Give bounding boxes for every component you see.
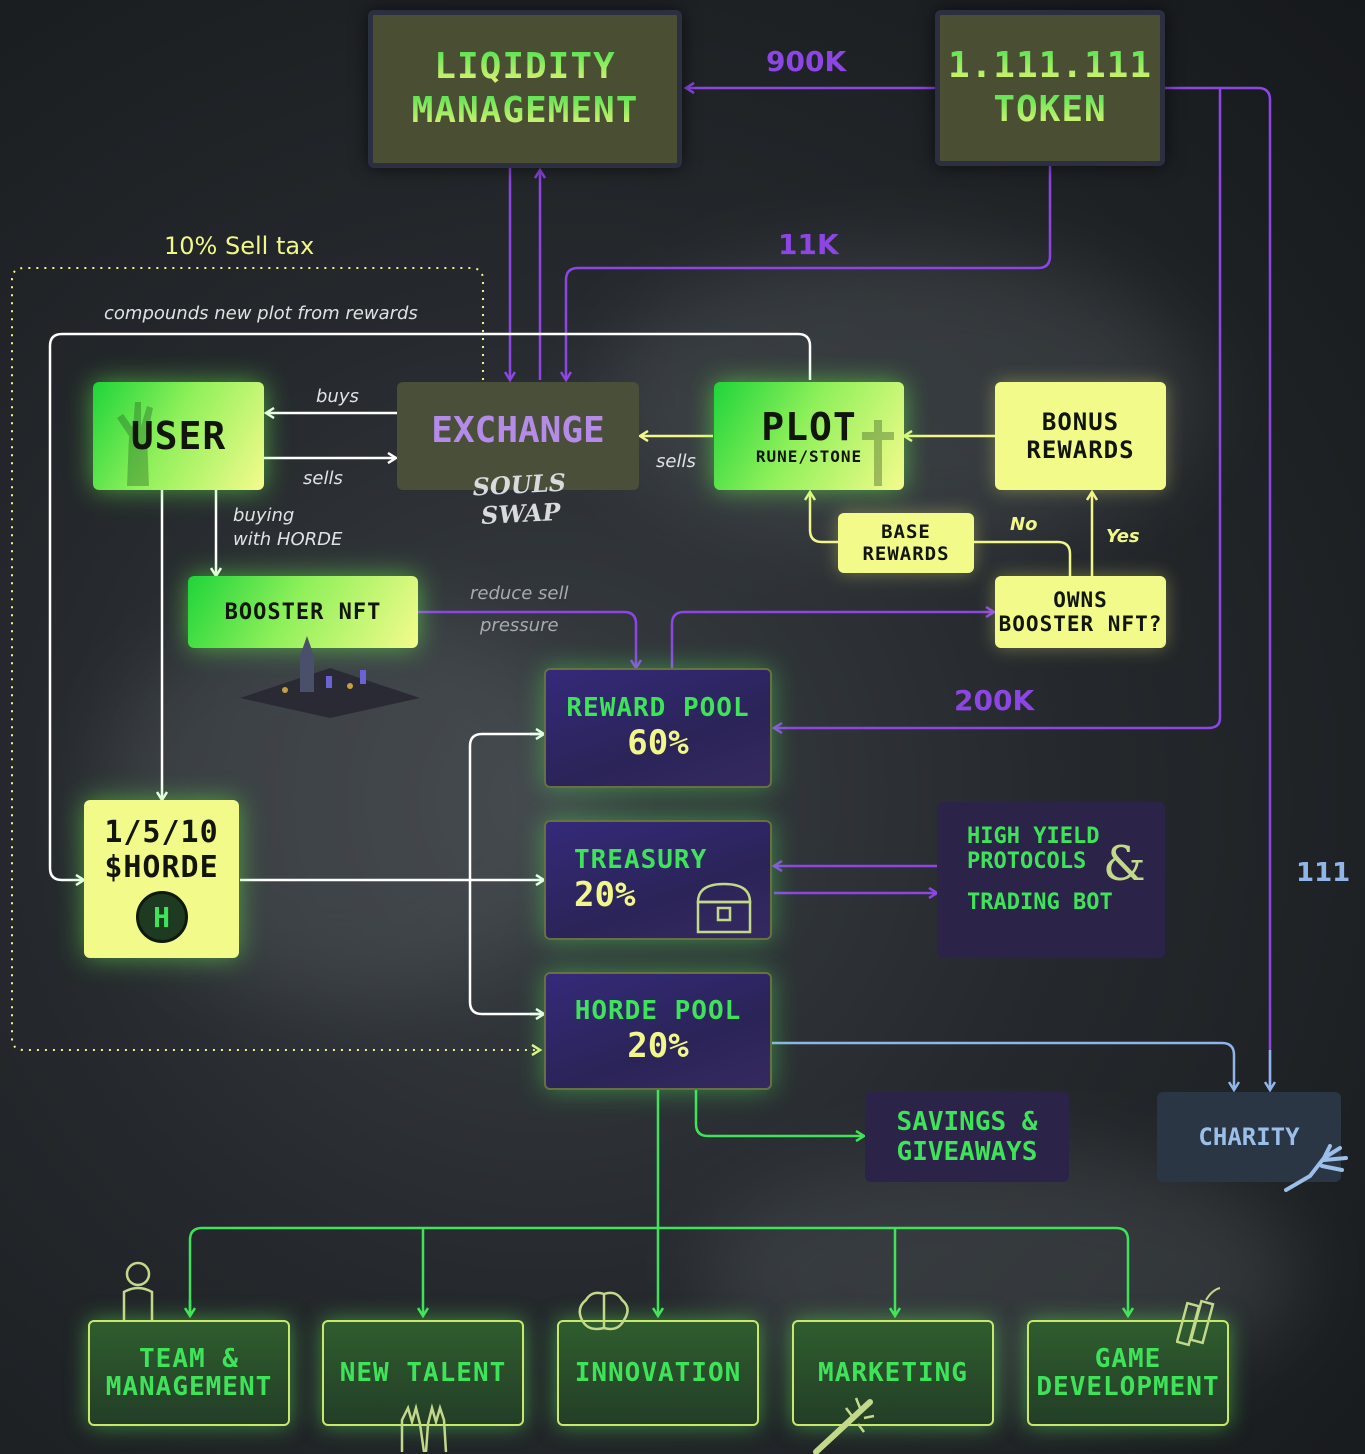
protocols-line1: HIGH YIELD — [967, 824, 1100, 849]
zombie-hand-icon — [117, 402, 153, 486]
game-line2: DEVELOPMENT — [1036, 1372, 1220, 1402]
token-box: 1.111.111 TOKEN — [935, 10, 1165, 166]
savings-line1: SAVINGS & — [896, 1107, 1038, 1137]
exchange-label: EXCHANGE — [431, 409, 605, 451]
buying-label: buying — [233, 505, 295, 526]
no-label: No — [1010, 514, 1038, 535]
user-box: USER — [93, 382, 264, 490]
liquidity-line1: LIQIDITY — [434, 46, 616, 87]
reward-pool-label: REWARD POOL — [566, 693, 750, 723]
token-label: TOKEN — [993, 89, 1107, 130]
pressure-label: pressure — [480, 615, 559, 636]
sells-user-label: sells — [303, 468, 343, 489]
amount-200k: 200K — [954, 684, 1035, 717]
owns-line2: BOOSTER NFT? — [998, 612, 1163, 636]
bonus-rewards-box: BONUS REWARDS — [995, 382, 1166, 490]
protocols-box: HIGH YIELD PROTOCOLS TRADING BOT & — [937, 802, 1165, 958]
horde-coin-icon: H — [135, 891, 188, 943]
snake-icon: & — [1103, 836, 1146, 892]
horde-pool-box: HORDE POOL 20% — [544, 972, 772, 1090]
reduce-sell-label: reduce sell — [470, 583, 569, 604]
base-rewards-box: BASE REWARDS — [838, 513, 974, 573]
buys-label: buys — [316, 386, 359, 407]
marketing-box: MARKETING — [792, 1320, 994, 1426]
team-line1: TEAM & — [139, 1344, 239, 1374]
treasure-chest-icon — [696, 882, 752, 934]
innovation-label: INNOVATION — [574, 1358, 742, 1388]
horde-token-box: 1/5/10 $HORDE H — [84, 800, 239, 958]
owns-line1: OWNS — [1053, 588, 1108, 612]
plot-label: PLOT — [761, 404, 857, 449]
treasury-box: TREASURY 20% — [544, 820, 772, 940]
liquidity-line2: MANAGEMENT — [411, 90, 639, 131]
with-horde-label: with HORDE — [233, 529, 343, 550]
new-talent-label: NEW TALENT — [339, 1358, 507, 1388]
treasury-label: TREASURY — [574, 845, 708, 875]
yes-label: Yes — [1106, 526, 1140, 547]
horde-pool-percent: 20% — [627, 1026, 689, 1066]
amount-900k: 900K — [766, 45, 847, 78]
liquidity-management-box: LIQIDITY MANAGEMENT — [368, 10, 682, 168]
sell-tax-label: 10% Sell tax — [164, 232, 315, 260]
bonus-line2: REWARDS — [1026, 436, 1135, 464]
horde-symbol: $HORDE — [104, 850, 219, 885]
booster-nft-box: BOOSTER NFT — [188, 576, 418, 648]
base-line2: REWARDS — [862, 543, 950, 565]
amount-11k: 11K — [778, 228, 839, 261]
plot-sub-label: RUNE/STONE — [755, 446, 863, 466]
savings-line2: GIVEAWAYS — [896, 1137, 1038, 1167]
souls-swap-label: SOULS SWAP — [471, 467, 567, 531]
charity-box: CHARITY — [1157, 1092, 1341, 1182]
booster-label: BOOSTER NFT — [224, 599, 382, 625]
marketing-label: MARKETING — [818, 1358, 968, 1388]
reward-pool-box: REWARD POOL 60% — [544, 668, 772, 788]
base-line1: BASE — [881, 521, 931, 543]
game-line1: GAME — [1094, 1344, 1162, 1374]
game-development-box: GAME DEVELOPMENT — [1027, 1320, 1229, 1426]
brain-icon — [578, 1291, 629, 1331]
spiked-bat-icon — [813, 1397, 875, 1454]
treasury-percent: 20% — [574, 875, 636, 915]
raised-hands-icon — [400, 1403, 448, 1452]
amount-111: 111 — [1296, 858, 1351, 888]
severed-hand-icon — [1284, 1144, 1348, 1192]
protocols-line2: PROTOCOLS — [967, 849, 1087, 874]
savings-box: SAVINGS & GIVEAWAYS — [865, 1092, 1069, 1182]
reward-pool-percent: 60% — [627, 723, 689, 763]
token-amount: 1.111.111 — [947, 45, 1153, 86]
team-management-box: TEAM & MANAGEMENT — [88, 1320, 290, 1426]
bonus-line1: BONUS — [1041, 408, 1120, 436]
compounds-label: compounds new plot from rewards — [104, 303, 418, 324]
new-talent-box: NEW TALENT — [322, 1320, 524, 1426]
charity-label: CHARITY — [1198, 1123, 1300, 1151]
exchange-box: EXCHANGE — [397, 382, 639, 490]
innovation-box: INNOVATION — [557, 1320, 759, 1426]
horde-pool-label: HORDE POOL — [574, 996, 742, 1026]
zombie-icon — [122, 1261, 154, 1320]
protocols-line3: TRADING BOT — [967, 890, 1113, 915]
sells-plot-label: sells — [656, 451, 696, 472]
horde-coin-letter: H — [153, 900, 170, 934]
graveyard-icon — [240, 636, 420, 718]
horde-amounts: 1/5/10 — [104, 815, 219, 850]
owns-booster-box: OWNS BOOSTER NFT? — [995, 576, 1166, 648]
plot-box: PLOT RUNE/STONE — [714, 382, 904, 490]
user-label: USER — [130, 414, 227, 458]
team-line2: MANAGEMENT — [105, 1372, 273, 1402]
dynamite-icon — [1176, 1287, 1221, 1347]
tombstone-icon — [862, 420, 894, 486]
